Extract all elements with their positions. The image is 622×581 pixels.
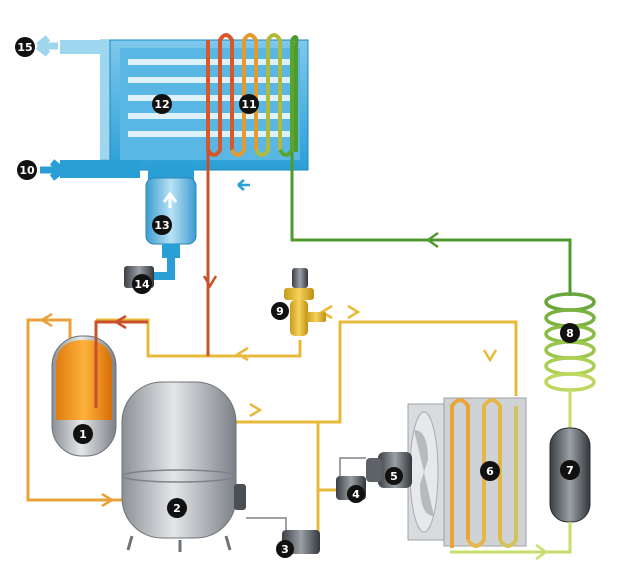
condenser-feed-arrow-icon — [482, 349, 498, 363]
badge-11: 11 — [239, 94, 259, 114]
compressor — [121, 381, 246, 552]
badge-15: 15 — [15, 37, 35, 57]
liquid-flow-arrow-icon — [535, 543, 549, 561]
badge-1: 1 — [73, 424, 93, 444]
condenser-fan — [409, 411, 439, 533]
air-flow-arrow-icon — [237, 179, 250, 191]
svg-text:6: 6 — [486, 465, 494, 478]
badge-2: 2 — [167, 498, 187, 518]
badge-9: 9 — [271, 302, 289, 320]
compressor-inlet-arrow-icon — [101, 492, 115, 508]
hot-gas-arrow-icon — [249, 402, 263, 418]
svg-text:2: 2 — [173, 502, 181, 515]
water-separator — [145, 166, 197, 258]
dry-air-outlet-arrow-icon — [35, 35, 58, 57]
compressor-suction-line — [26, 318, 124, 502]
svg-text:12: 12 — [154, 98, 169, 111]
svg-text:4: 4 — [352, 488, 360, 501]
liquid-line — [450, 522, 572, 554]
hot-gas-bypass-valve — [284, 268, 326, 336]
badge-14: 14 — [132, 274, 152, 294]
liquid-separator — [51, 322, 117, 457]
suction-line — [290, 152, 572, 296]
svg-text:14: 14 — [134, 278, 150, 291]
filter-flow-arrow-icon — [162, 191, 178, 208]
svg-text:9: 9 — [276, 305, 284, 318]
badge-3: 3 — [276, 540, 294, 558]
badge-6: 6 — [480, 461, 500, 481]
badge-4: 4 — [347, 485, 365, 503]
svg-text:10: 10 — [19, 164, 35, 177]
suction-arrow-icon — [39, 312, 53, 328]
badge-13: 13 — [152, 215, 172, 235]
badge-7: 7 — [560, 460, 580, 480]
svg-text:13: 13 — [154, 219, 169, 232]
separator-arrow-icon — [113, 314, 127, 330]
svg-text:11: 11 — [241, 98, 256, 111]
capillary-coil — [544, 292, 596, 392]
svg-text:7: 7 — [566, 464, 574, 477]
return-arrow-icon — [235, 346, 249, 362]
svg-text:3: 3 — [281, 543, 289, 556]
badge-12: 12 — [152, 94, 172, 114]
badge-10: 10 — [17, 160, 37, 180]
bypass-arrow-right-icon — [347, 304, 361, 320]
svg-text:15: 15 — [17, 41, 32, 54]
svg-text:5: 5 — [390, 470, 398, 483]
svg-text:1: 1 — [79, 428, 87, 441]
evaporator-coil — [206, 33, 299, 157]
suction-flow-arrow-icon — [425, 231, 439, 249]
wet-air-inlet-arrow-icon — [40, 159, 65, 181]
expansion-arrow-icon — [202, 275, 218, 289]
badge-5: 5 — [385, 467, 403, 485]
svg-text:8: 8 — [566, 327, 574, 340]
badge-8: 8 — [560, 323, 580, 343]
